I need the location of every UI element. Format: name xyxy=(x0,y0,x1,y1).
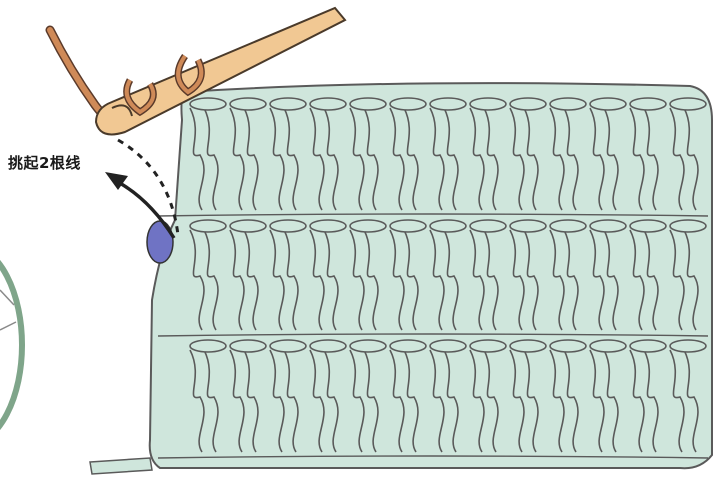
chain-loop xyxy=(230,340,266,352)
chain-loop xyxy=(590,340,626,352)
chain-loop xyxy=(510,98,546,110)
chain-loop xyxy=(390,340,426,352)
detail-ring xyxy=(0,245,22,445)
chain-loop xyxy=(470,98,506,110)
chain-loop xyxy=(390,98,426,110)
chain-loop xyxy=(510,220,546,232)
chain-loop xyxy=(670,220,706,232)
chain-loop xyxy=(310,340,346,352)
chain-loop xyxy=(270,220,306,232)
chain-loop xyxy=(190,220,226,232)
chain-loop xyxy=(630,340,666,352)
chain-loop xyxy=(510,340,546,352)
annotation-label: 挑起2根线 xyxy=(8,152,81,173)
chain-loop xyxy=(430,340,466,352)
chain-loop xyxy=(190,340,226,352)
chain-loop xyxy=(430,98,466,110)
chain-loop xyxy=(590,98,626,110)
chain-loop xyxy=(350,220,386,232)
chain-loop xyxy=(310,220,346,232)
chain-loop xyxy=(670,98,706,110)
chain-loop xyxy=(270,98,306,110)
chain-loop xyxy=(230,98,266,110)
chain-loop xyxy=(270,340,306,352)
chain-loop xyxy=(470,340,506,352)
chain-loop xyxy=(390,220,426,232)
chain-loop xyxy=(550,220,586,232)
chain-loop xyxy=(310,98,346,110)
chain-loop xyxy=(550,340,586,352)
chain-loop xyxy=(230,220,266,232)
chain-loop xyxy=(550,98,586,110)
chain-loop xyxy=(430,220,466,232)
chain-loop xyxy=(350,340,386,352)
chain-loop xyxy=(630,98,666,110)
chain-loop xyxy=(670,340,706,352)
chain-loop xyxy=(190,98,226,110)
chain-loop xyxy=(470,220,506,232)
chain-loop xyxy=(350,98,386,110)
crochet-fabric xyxy=(150,83,712,468)
insertion-point-icon xyxy=(147,221,173,263)
chain-loop xyxy=(590,220,626,232)
chain-loop xyxy=(630,220,666,232)
yarn-tail xyxy=(90,458,152,474)
